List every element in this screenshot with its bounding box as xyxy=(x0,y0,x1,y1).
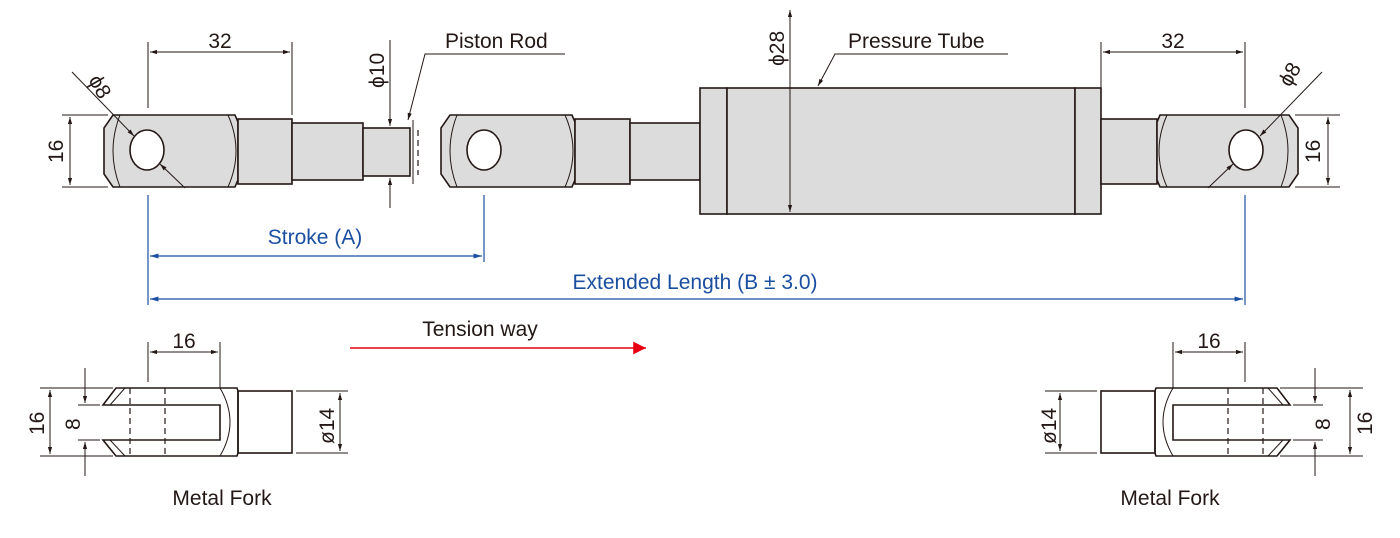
stroke-and-length: Stroke (A) Extended Length (B ± 3.0) xyxy=(147,195,1246,305)
tube-diameter: ϕ28 xyxy=(766,31,789,66)
piston-rod-diameter: ϕ10 xyxy=(366,53,389,88)
eye-length-right: 32 xyxy=(1161,30,1184,53)
stroke-label: Stroke (A) xyxy=(268,226,363,249)
metal-fork-right: 16 16 8 ø14 Metal Fork xyxy=(1038,330,1377,510)
extended-length-label: Extended Length (B ± 3.0) xyxy=(572,271,817,294)
gas-spring-body xyxy=(440,87,1299,215)
metal-fork-left: 16 16 8 ø14 Metal Fork xyxy=(26,330,348,510)
piston-rod-label: Piston Rod xyxy=(445,30,548,53)
pressure-tube-label: Pressure Tube xyxy=(848,30,985,53)
tension-way: Tension way xyxy=(350,318,646,355)
fork-shank-diameter-left: ø14 xyxy=(316,407,339,444)
fork-slot-left: 8 xyxy=(62,418,85,430)
piston-rod xyxy=(362,127,411,177)
metal-fork-right-label: Metal Fork xyxy=(1120,487,1220,510)
fork-width-right: 16 xyxy=(1197,330,1220,353)
fork-width-left: 16 xyxy=(172,330,195,353)
left-eye-end xyxy=(103,114,419,188)
eye-length-left: 32 xyxy=(208,30,231,53)
tension-way-label: Tension way xyxy=(422,318,538,341)
hole-diameter-right: ϕ8 xyxy=(1274,59,1306,91)
eye-height-right: 16 xyxy=(1302,140,1325,163)
fork-shank-diameter-right: ø14 xyxy=(1038,407,1061,444)
fork-slot-right: 8 xyxy=(1312,418,1335,430)
fork-height-right: 16 xyxy=(1354,412,1377,435)
eye-hole xyxy=(129,129,165,171)
eye-height-left: 16 xyxy=(45,140,68,163)
fork-height-left: 16 xyxy=(26,412,49,435)
hole-diameter-left: ϕ8 xyxy=(84,71,116,103)
metal-fork-left-label: Metal Fork xyxy=(172,487,272,510)
pressure-tube xyxy=(726,87,1076,215)
